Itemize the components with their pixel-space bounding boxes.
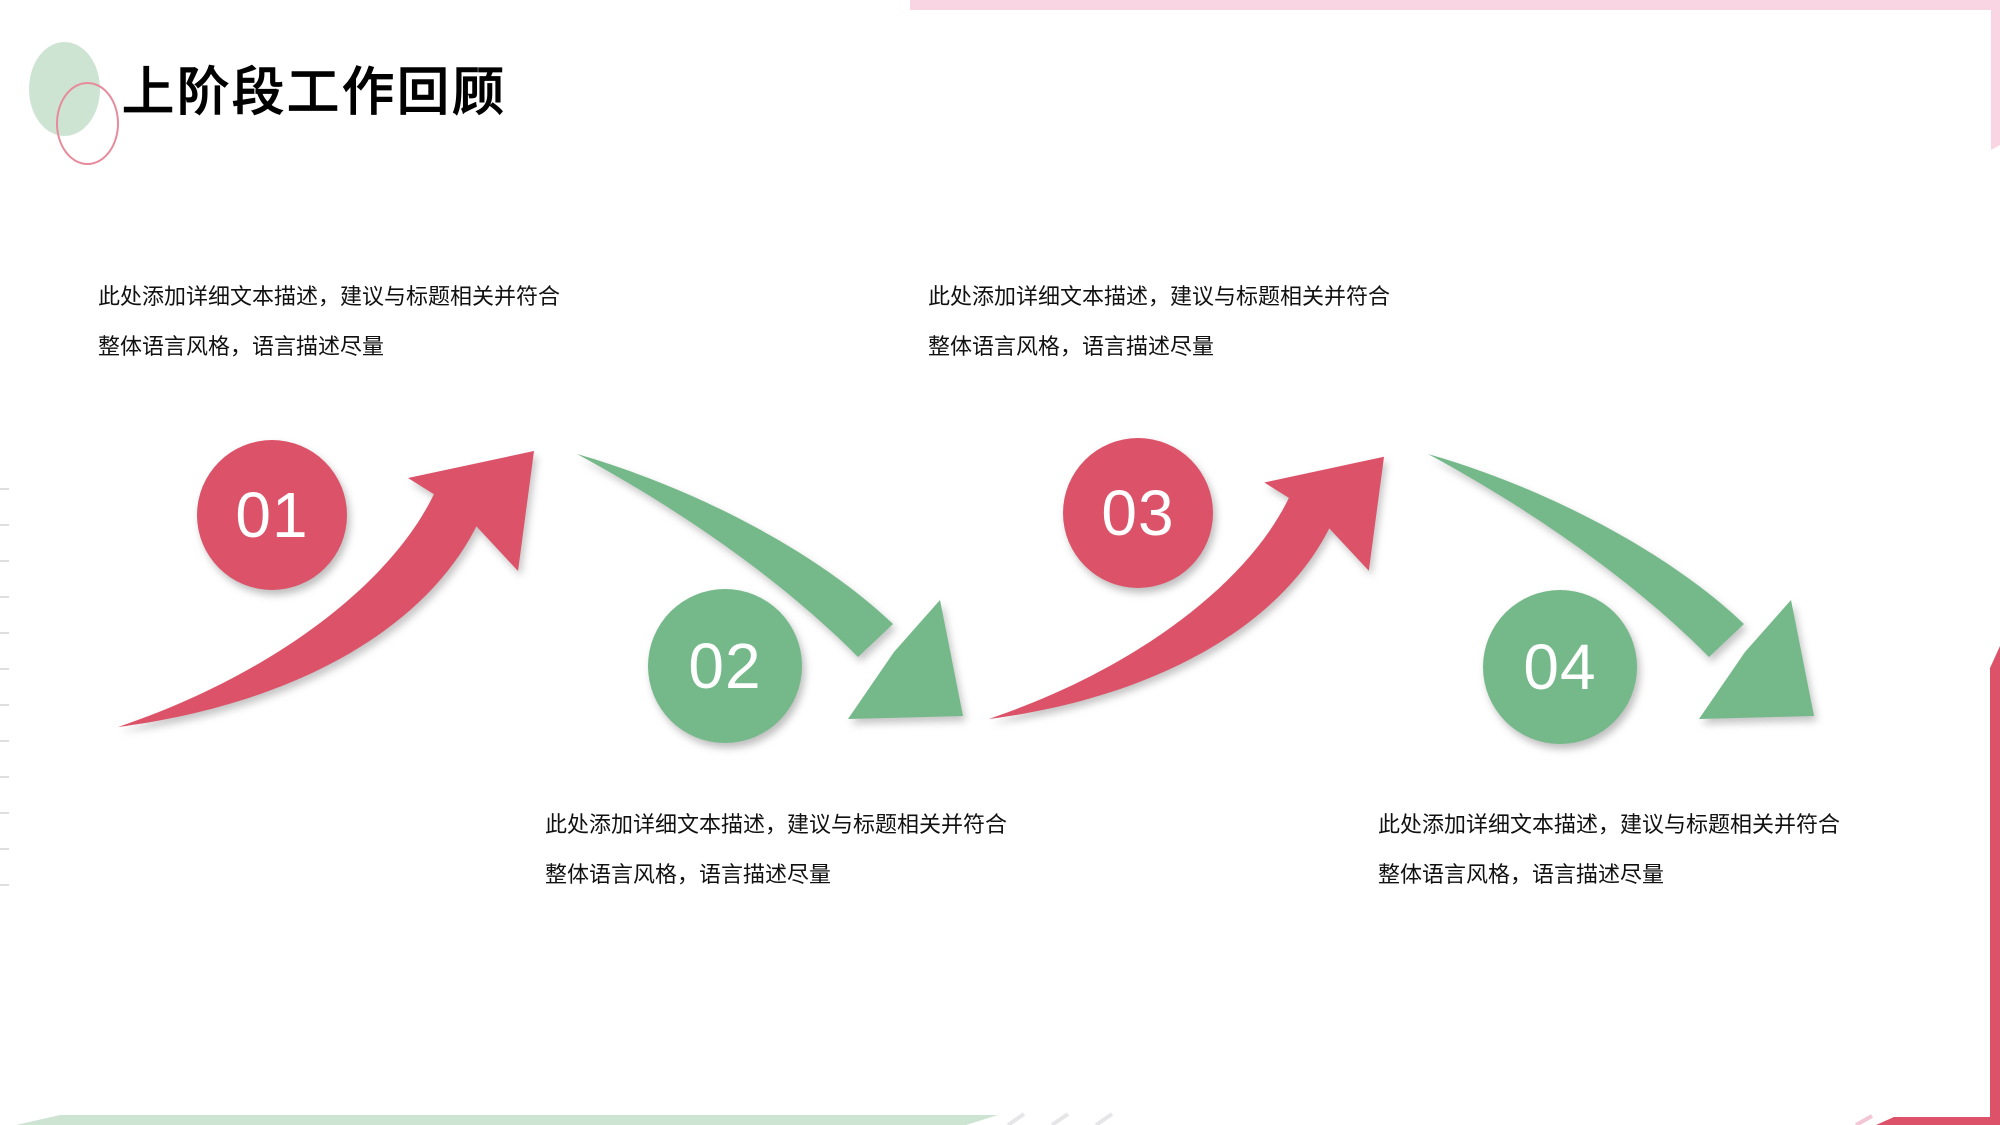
- step-1-description-line-2: 整体语言风格，语言描述尽量: [98, 334, 385, 359]
- bottom-green-bar: [16, 1115, 998, 1125]
- step-2-description-line-2: 整体语言风格，语言描述尽量: [545, 862, 832, 887]
- slide-title: 上阶段工作回顾: [122, 64, 508, 122]
- step-2-description-line-1: 此处添加详细文本描述，建议与标题相关并符合: [545, 812, 1008, 837]
- step-1-number: 01: [235, 479, 309, 551]
- step-circle-01: 01: [197, 440, 347, 590]
- step-1-description: 此处添加详细文本描述，建议与标题相关并符合 整体语言风格，语言描述尽量: [98, 272, 618, 372]
- step-2-number: 02: [688, 630, 762, 702]
- curved-arrow-step4-out: [1428, 454, 1814, 719]
- step-4-description-line-2: 整体语言风格，语言描述尽量: [1378, 862, 1665, 887]
- arrow-head: [848, 600, 963, 719]
- arrow-body: [577, 454, 893, 657]
- step-4-description: 此处添加详细文本描述，建议与标题相关并符合 整体语言风格，语言描述尽量: [1378, 800, 1898, 900]
- bottom-hatch-marks: [1006, 1112, 1114, 1125]
- step-circle-03: 03: [1063, 438, 1213, 588]
- curved-arrow-step2-to-step3: [577, 454, 963, 719]
- arrow-body: [118, 494, 479, 727]
- arrow-head: [1264, 456, 1384, 571]
- step-3-description: 此处添加详细文本描述，建议与标题相关并符合 整体语言风格，语言描述尽量: [928, 272, 1448, 372]
- step-3-number: 03: [1101, 477, 1175, 549]
- bottom-pink-slash: [1855, 1114, 1873, 1125]
- arrow-body: [988, 497, 1332, 720]
- top-pink-bar: [910, 0, 2000, 10]
- step-circle-04: 04: [1483, 590, 1637, 744]
- step-3-description-line-2: 整体语言风格，语言描述尽量: [928, 334, 1215, 359]
- title-pink-ellipse-outline: [56, 82, 119, 165]
- step-3-description-line-1: 此处添加详细文本描述，建议与标题相关并符合: [928, 284, 1391, 309]
- curved-arrow-step3-to-step4: [988, 456, 1384, 720]
- arrow-head: [1699, 600, 1814, 719]
- left-dash-marks: [0, 488, 9, 890]
- curved-arrow-step1-to-step2: [118, 451, 534, 727]
- step-circle-02: 02: [648, 589, 802, 743]
- right-pink-strip: [1991, 8, 2000, 150]
- step-2-description: 此处添加详细文本描述，建议与标题相关并符合 整体语言风格，语言描述尽量: [545, 800, 1065, 900]
- arrow-body: [1428, 454, 1744, 657]
- step-4-description-line-1: 此处添加详细文本描述，建议与标题相关并符合: [1378, 812, 1841, 837]
- arrow-head: [408, 451, 534, 571]
- step-1-description-line-1: 此处添加详细文本描述，建议与标题相关并符合: [98, 284, 561, 309]
- step-4-number: 04: [1523, 631, 1597, 703]
